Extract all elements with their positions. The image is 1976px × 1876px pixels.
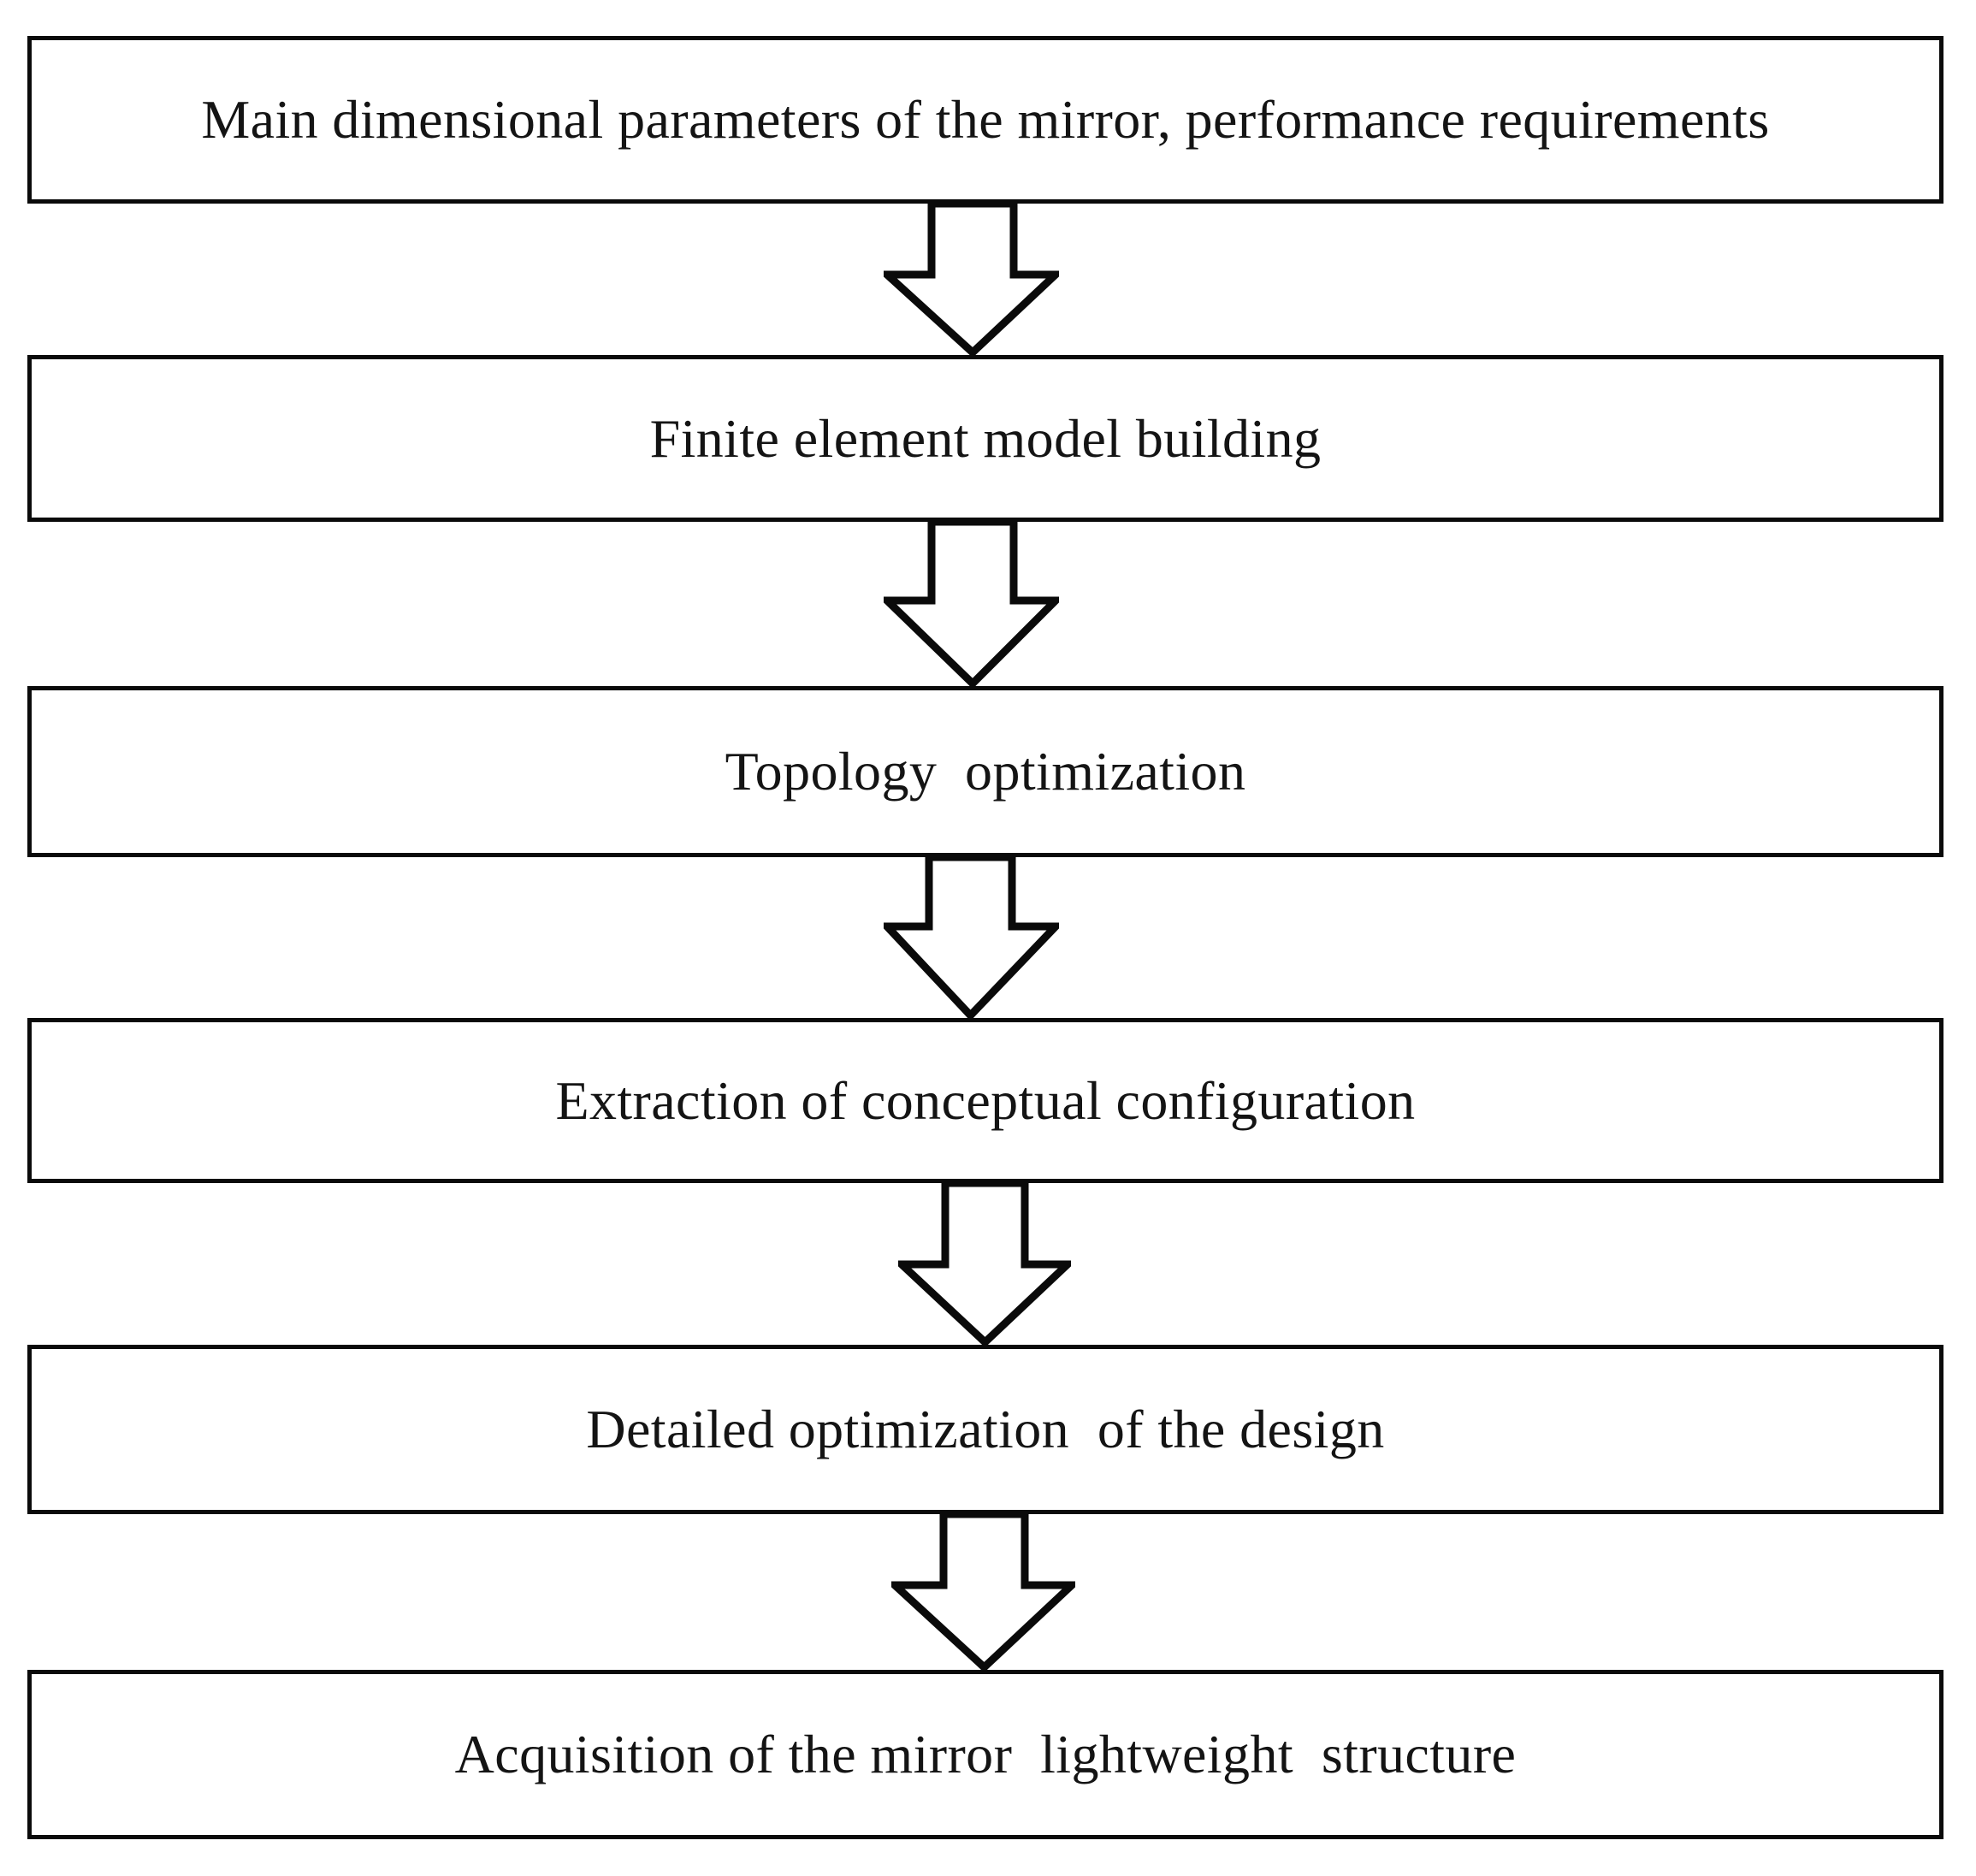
flowchart-node-acquisition-of-mirror-lightweight-structure[interactable]: Acquisition of the mirror lightweight st… <box>27 1670 1943 1839</box>
flowchart-node-label: Detailed optimization of the design <box>586 1399 1385 1460</box>
flowchart-node-label: Main dimensional parameters of the mirro… <box>201 89 1770 151</box>
flowchart-node-detailed-optimization-of-the-design[interactable]: Detailed optimization of the design <box>27 1345 1943 1514</box>
flowchart-node-label: Extraction of conceptual configuration <box>555 1069 1416 1131</box>
flowchart-node-label: Topology optimization <box>725 741 1246 802</box>
flowchart-node-extraction-of-conceptual-configuration[interactable]: Extraction of conceptual configuration <box>27 1018 1943 1183</box>
down-arrow-icon <box>884 204 1059 355</box>
down-arrow-icon <box>898 1183 1071 1345</box>
flowchart-node-label: Finite element model building <box>649 407 1322 469</box>
down-arrow-icon <box>891 1514 1075 1670</box>
down-arrow-icon <box>884 522 1059 686</box>
flowchart-node-main-dimensional-parameters[interactable]: Main dimensional parameters of the mirro… <box>27 36 1943 204</box>
flowchart-node-topology-optimization[interactable]: Topology optimization <box>27 686 1943 857</box>
flowchart-node-label: Acquisition of the mirror lightweight st… <box>454 1724 1517 1785</box>
flowchart-node-finite-element-model-building[interactable]: Finite element model building <box>27 355 1943 522</box>
down-arrow-icon <box>884 857 1059 1018</box>
